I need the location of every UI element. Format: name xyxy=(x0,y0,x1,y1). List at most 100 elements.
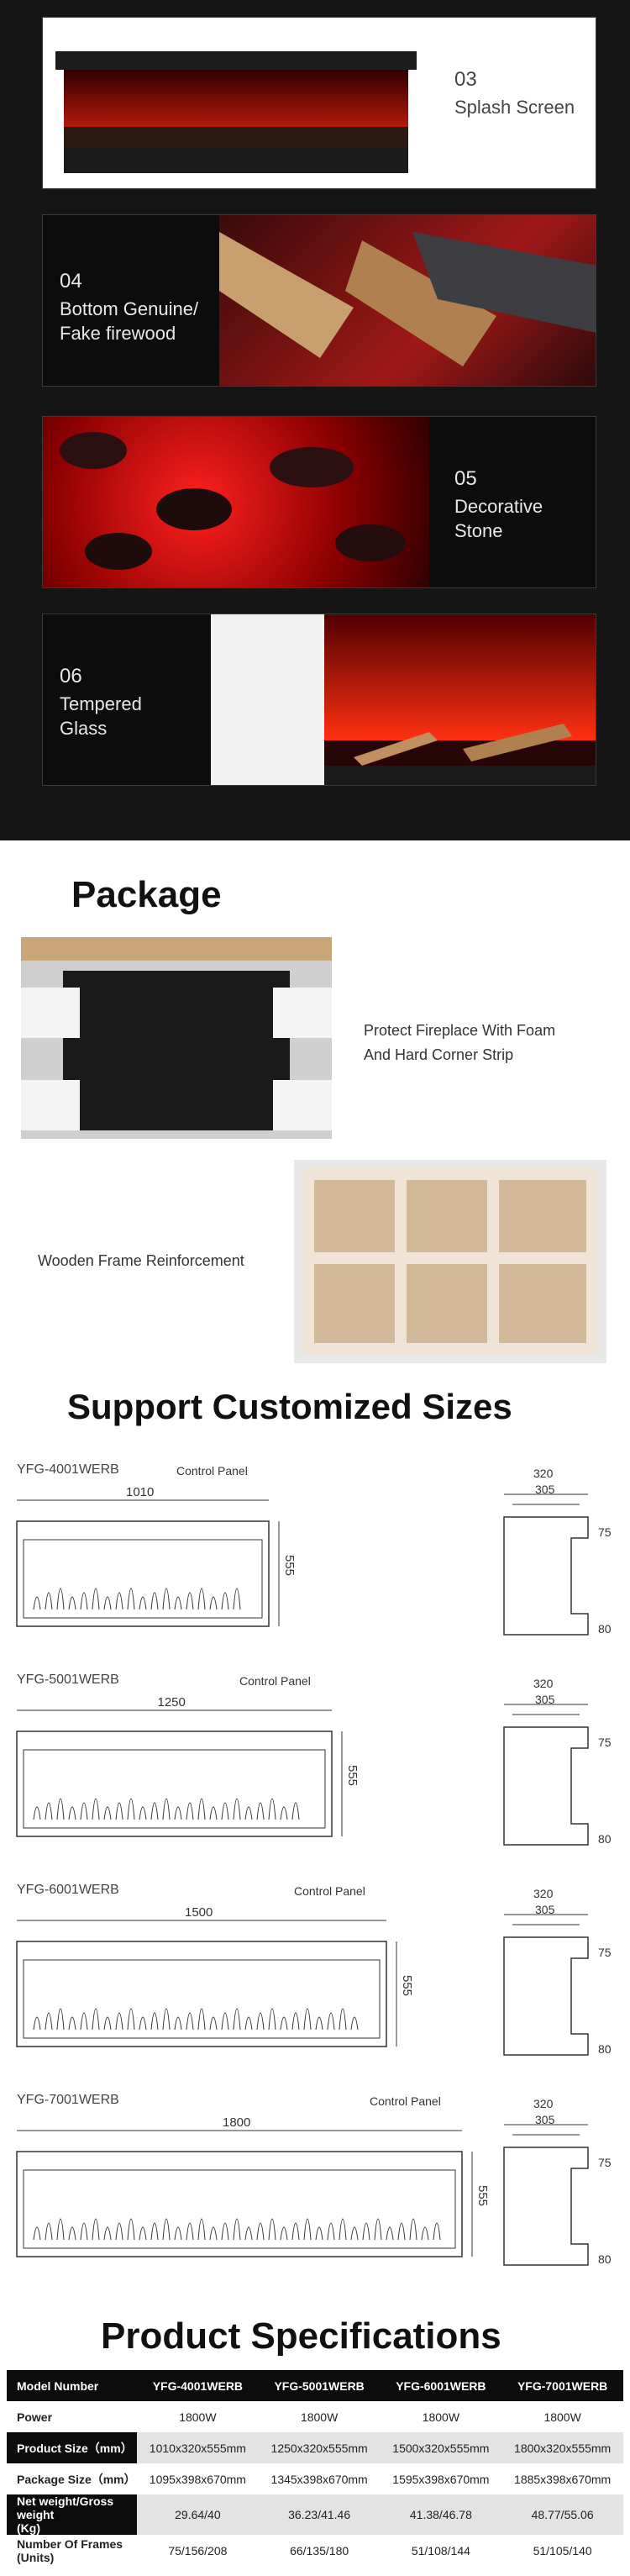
feature-text: 04 Bottom Genuine/ Fake firewood xyxy=(60,270,198,345)
sizes-title: Support Customized Sizes xyxy=(67,1387,512,1426)
cell: 1095x398x670mm xyxy=(149,2472,246,2486)
cell: 1595x398x670mm xyxy=(392,2472,490,2486)
front-view-drawing xyxy=(16,1709,343,1837)
inner-dimension: 305 xyxy=(535,1903,555,1916)
bottom-dimension: 80 xyxy=(598,1832,612,1846)
feature-title: Tempered Glass xyxy=(60,693,142,739)
package-title: Package xyxy=(71,874,222,915)
width-dimension: 1010 xyxy=(126,1485,155,1499)
table-header-row: Model Number YFG-4001WERB YFG-5001WERB Y… xyxy=(7,2370,623,2401)
cell: 41.38/46.78 xyxy=(380,2494,502,2535)
cell: 1010x320x555mm xyxy=(137,2432,259,2463)
row-label: Power xyxy=(17,2410,53,2424)
header-cell: YFG-7001WERB xyxy=(501,2370,623,2401)
cell: 1885x398x670mm xyxy=(514,2472,612,2486)
cell: 29.64/40 xyxy=(137,2494,259,2535)
feature-number: 05 xyxy=(454,467,477,490)
top-dimension: 75 xyxy=(598,2156,612,2169)
row-label: Number Of Frames (Units) xyxy=(17,2536,123,2564)
foam-package-image xyxy=(21,937,332,1139)
front-view-drawing xyxy=(16,2130,473,2257)
wooden-frame-caption: Wooden Frame Reinforcement xyxy=(38,1252,244,1269)
model-label: YFG-4001WERB xyxy=(17,1462,119,1477)
model-label: YFG-5001WERB xyxy=(17,1673,119,1687)
front-view-drawing xyxy=(16,1920,397,2047)
row-label: Net weight/Gross weight (Kg) xyxy=(7,2494,137,2535)
height-dimension: 555 xyxy=(282,1555,297,1577)
cell: 51/108/144 xyxy=(411,2543,470,2558)
spec-table: Model Number YFG-4001WERB YFG-5001WERB Y… xyxy=(7,2370,623,2566)
height-dimension: 555 xyxy=(475,2185,490,2207)
glass-image xyxy=(211,614,596,785)
row-label: Package Size（mm） xyxy=(17,2472,136,2486)
table-row: Power 1800W 1800W 1800W 1800W xyxy=(7,2401,623,2432)
width-dimension: 1500 xyxy=(185,1905,213,1920)
wooden-frame-image xyxy=(294,1160,606,1363)
top-dimension: 75 xyxy=(598,1736,612,1749)
height-dimension: 555 xyxy=(400,1975,414,1997)
control-panel-label: Control Panel xyxy=(176,1464,248,1478)
model-label: YFG-7001WERB xyxy=(17,2093,119,2107)
cell: 1800x320x555mm xyxy=(501,2432,623,2463)
table-row: Package Size（mm） 1095x398x670mm 1345x398… xyxy=(7,2463,623,2494)
cell: 36.23/41.46 xyxy=(258,2494,381,2535)
cell: 1800W xyxy=(543,2410,581,2424)
inner-dimension: 305 xyxy=(535,2113,555,2126)
top-dimension: 75 xyxy=(598,1946,612,1959)
depth-dimension: 320 xyxy=(533,1467,554,1480)
row-label: Product Size（mm） xyxy=(7,2432,137,2463)
inner-dimension: 305 xyxy=(535,1693,555,1706)
feature-number: 03 xyxy=(454,68,477,91)
cell: 51/105/140 xyxy=(533,2543,592,2558)
fireplace-image xyxy=(43,18,429,188)
depth-dimension: 320 xyxy=(533,1887,554,1900)
cell: 1500x320x555mm xyxy=(380,2432,502,2463)
feature-number: 06 xyxy=(60,665,82,687)
height-dimension: 555 xyxy=(345,1765,360,1787)
side-view-drawing xyxy=(503,1704,589,1846)
model-label: YFG-6001WERB xyxy=(17,1883,119,1897)
bottom-dimension: 80 xyxy=(598,2252,612,2266)
feature-card-splash-screen: 03 Splash Screen xyxy=(42,17,596,189)
cell: 48.77/55.06 xyxy=(501,2494,623,2535)
width-dimension: 1250 xyxy=(157,1695,186,1709)
feature-card-firewood: 04 Bottom Genuine/ Fake firewood xyxy=(42,214,596,387)
feature-title: Splash Screen xyxy=(454,97,575,118)
cell: 1800W xyxy=(300,2410,339,2424)
cell: 75/156/208 xyxy=(168,2543,228,2558)
specs-title: Product Specifications xyxy=(101,2315,501,2357)
table-row: Product Size（mm） 1010x320x555mm 1250x320… xyxy=(7,2432,623,2463)
cell: 1345x398x670mm xyxy=(270,2472,368,2486)
depth-dimension: 320 xyxy=(533,2097,554,2110)
feature-text: 05 Decorative Stone xyxy=(454,467,543,543)
table-row: Number Of Frames (Units) 75/156/208 66/1… xyxy=(7,2535,623,2566)
feature-card-stone: 05 Decorative Stone xyxy=(42,416,596,588)
feature-title: Decorative Stone xyxy=(454,496,543,541)
side-view-drawing xyxy=(503,2124,589,2266)
cell: 66/135/180 xyxy=(290,2543,349,2558)
bottom-dimension: 80 xyxy=(598,1622,612,1636)
cell: 1800W xyxy=(179,2410,217,2424)
bottom-dimension: 80 xyxy=(598,2042,612,2056)
control-panel-label: Control Panel xyxy=(239,1674,311,1688)
feature-text: 06 Tempered Glass xyxy=(60,665,142,740)
header-cell: Model Number xyxy=(7,2370,137,2401)
stone-image xyxy=(43,417,429,587)
feature-text: 03 Splash Screen xyxy=(454,68,575,119)
control-panel-label: Control Panel xyxy=(294,1884,365,1898)
side-view-drawing xyxy=(503,1493,589,1636)
foam-caption: Protect Fireplace With Foam And Hard Cor… xyxy=(364,1022,556,1063)
feature-card-glass: 06 Tempered Glass xyxy=(42,614,596,786)
header-cell: YFG-6001WERB xyxy=(380,2370,502,2401)
front-view-drawing xyxy=(16,1499,280,1627)
top-dimension: 75 xyxy=(598,1525,612,1539)
side-view-drawing xyxy=(503,1914,589,2056)
feature-title: Bottom Genuine/ Fake firewood xyxy=(60,298,199,344)
inner-dimension: 305 xyxy=(535,1483,555,1496)
cell: 1250x320x555mm xyxy=(258,2432,381,2463)
table-row: Net weight/Gross weight (Kg) 29.64/40 36… xyxy=(7,2494,623,2535)
firewood-image xyxy=(219,215,596,386)
cell: 1800W xyxy=(422,2410,460,2424)
header-cell: YFG-5001WERB xyxy=(258,2370,381,2401)
width-dimension: 1800 xyxy=(223,2115,251,2130)
